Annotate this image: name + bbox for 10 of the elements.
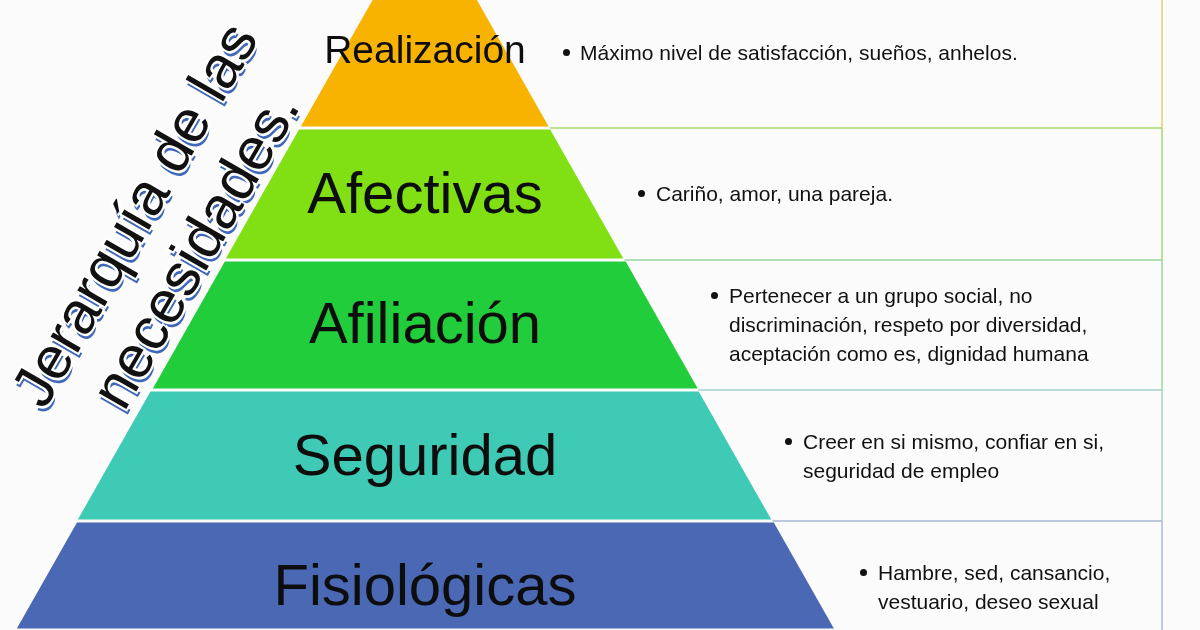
level-label: Afiliación	[308, 291, 542, 355]
description-text: Pertenecer a un grupo social, no discriminación, respeto por diversidad, aceptación como es, dignidad humana	[729, 283, 1090, 367]
description-text: Máximo nivel de satisfacción, sueños, anhelos.	[580, 40, 1019, 66]
level-label: Fisiológicas	[273, 553, 577, 617]
level-label: Seguridad	[292, 423, 558, 487]
description-text: Hambre, sed, cansancio, vestuario, deseo sexual	[878, 560, 1112, 615]
level-label: Afectivas	[307, 161, 543, 225]
pyramid-level	[15, 521, 835, 630]
description-text: Cariño, amor, una pareja.	[656, 181, 894, 207]
description-text: Creer en si mismo, confiar en si, seguridad de empleo	[803, 429, 1106, 484]
